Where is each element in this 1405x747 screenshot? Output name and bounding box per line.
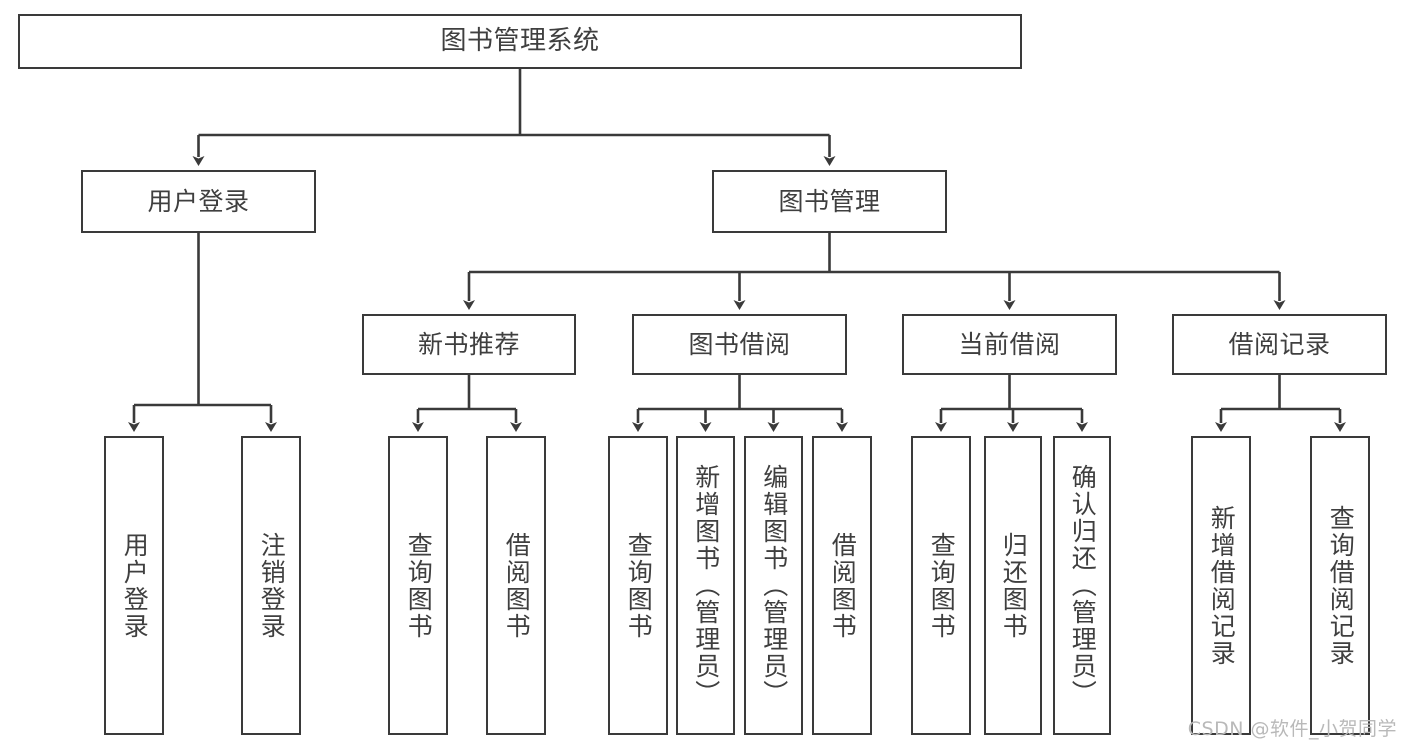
node-label: 查询图书 <box>404 531 434 640</box>
node-leaf-query-book-1[interactable]: 查询图书 <box>388 436 448 735</box>
node-leaf-return-book[interactable]: 归还图书 <box>984 436 1042 735</box>
node-label: 新书推荐 <box>417 329 520 359</box>
node-label: 编辑图书（管理员） <box>759 464 789 707</box>
node-label: 借阅图书 <box>502 531 532 640</box>
node-label: 新增图书（管理员） <box>691 464 721 707</box>
node-label: 图书借阅 <box>688 329 791 359</box>
node-label: 查询借阅记录 <box>1326 504 1356 667</box>
node-leaf-confirm-return[interactable]: 确认归还（管理员） <box>1053 436 1111 735</box>
node-leaf-edit-book[interactable]: 编辑图书（管理员） <box>744 436 803 735</box>
node-leaf-user-login[interactable]: 用户登录 <box>104 436 164 735</box>
node-label: 查询图书 <box>624 531 654 640</box>
node-label: 当前借阅 <box>958 329 1061 359</box>
csdn-watermark: CSDN @软件_小贺同学 <box>1187 718 1397 740</box>
node-label: 借阅记录 <box>1228 329 1331 359</box>
node-book-borrow[interactable]: 图书借阅 <box>632 314 847 375</box>
node-label: 确认归还（管理员） <box>1068 464 1098 707</box>
node-leaf-query-record[interactable]: 查询借阅记录 <box>1310 436 1370 735</box>
node-leaf-query-book-3[interactable]: 查询图书 <box>911 436 971 735</box>
node-leaf-logout-login[interactable]: 注销登录 <box>241 436 301 735</box>
node-current-borrow[interactable]: 当前借阅 <box>902 314 1117 375</box>
node-label: 图书管理系统 <box>440 26 600 57</box>
node-label: 新增借阅记录 <box>1207 504 1237 667</box>
node-new-book-recommend[interactable]: 新书推荐 <box>362 314 576 375</box>
node-user-login[interactable]: 用户登录 <box>81 170 316 233</box>
node-label: 图书管理 <box>778 186 881 216</box>
node-leaf-borrow-book-2[interactable]: 借阅图书 <box>812 436 872 735</box>
node-label: 借阅图书 <box>828 531 858 640</box>
node-label: 归还图书 <box>999 531 1029 640</box>
node-book-manage[interactable]: 图书管理 <box>712 170 947 233</box>
node-borrow-record[interactable]: 借阅记录 <box>1172 314 1387 375</box>
node-label: 用户登录 <box>147 186 250 216</box>
node-root[interactable]: 图书管理系统 <box>18 14 1022 69</box>
node-leaf-query-book-2[interactable]: 查询图书 <box>608 436 668 735</box>
node-label: 用户登录 <box>120 531 150 640</box>
node-label: 注销登录 <box>257 531 287 640</box>
node-leaf-add-book[interactable]: 新增图书（管理员） <box>676 436 735 735</box>
node-label: 查询图书 <box>927 531 957 640</box>
node-leaf-borrow-book-1[interactable]: 借阅图书 <box>486 436 546 735</box>
node-leaf-add-record[interactable]: 新增借阅记录 <box>1191 436 1251 735</box>
